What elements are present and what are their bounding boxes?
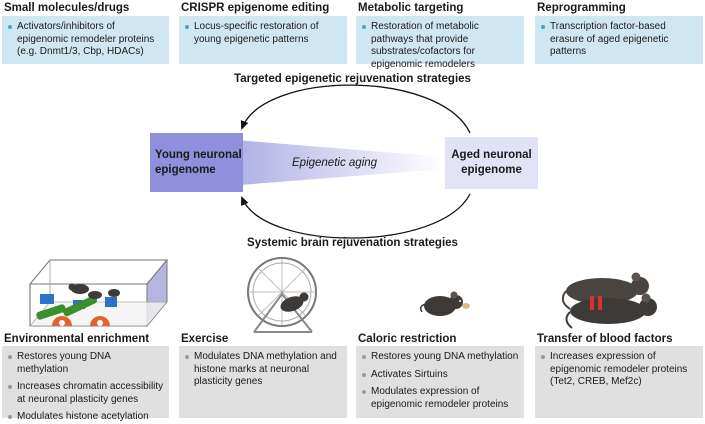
panel-title: Environmental enrichment [4,333,150,345]
list-item: Modulates DNA methylation and histone ma… [184,351,342,389]
list-item: Increases chromatin accessibility at neu… [7,381,164,406]
panel-title: Small molecules/drugs [4,2,130,14]
list-item: Locus-specific restoration of young epig… [184,21,342,46]
panel-title: Metabolic targeting [358,2,464,14]
aged-epigenome-label: Aged neuronal epigenome [451,149,532,176]
panel-box: Restores young DNA methylation Activates… [356,346,524,418]
running-wheel-illustration [247,257,317,333]
list-item: Restoration of metabolic pathways that p… [361,21,519,71]
panel-title: Caloric restriction [358,333,457,345]
panel-title: Reprogramming [537,2,626,14]
young-epigenome-node [150,133,243,192]
list-item: Modulates expression of epigenomic remod… [361,386,519,411]
list-item: Restores young DNA methylation [361,351,519,364]
panel-box: Restoration of metabolic pathways that p… [356,16,524,70]
panel-box: Locus-specific restoration of young epig… [179,16,347,64]
panel-title: CRISPR epigenome editing [181,2,330,14]
epigenetic-aging-label: Epigenetic aging [292,157,378,169]
panel-title: Transfer of blood factors [537,333,673,345]
panel-box: Modulates DNA methylation and histone ma… [179,346,347,418]
panel-box: Restores young DNA methylation Increases… [2,346,169,422]
targeted-rejuvenation-arrow [240,84,471,134]
list-item: Restores young DNA methylation [7,351,164,376]
targeted-strategies-label: Targeted epigenetic rejuvenation strateg… [234,73,471,85]
mouse-illustration [419,291,470,316]
panel-box: Transcription factor-based erasure of ag… [535,16,703,64]
systemic-rejuvenation-arrow [241,193,471,239]
list-item: Increases expression of epigenomic remod… [540,351,698,389]
enrichment-cage-illustration [28,258,169,328]
parabiosis-mice-illustration [561,272,657,329]
list-item: Transcription factor-based erasure of ag… [540,21,698,59]
panel-box: Activators/inhibitors of epigenomic remo… [2,16,169,64]
systemic-strategies-label: Systemic brain rejuvenation strategies [247,237,458,249]
panel-title: Exercise [181,333,229,345]
list-item: Activators/inhibitors of epigenomic remo… [7,21,164,59]
list-item: Activates Sirtuins [361,369,519,382]
young-epigenome-label: Young neuronal epigenome [155,149,242,176]
list-item: Modulates histone acetylation [7,411,164,424]
aged-epigenome-node [445,137,538,189]
panel-box: Increases expression of epigenomic remod… [535,346,703,418]
